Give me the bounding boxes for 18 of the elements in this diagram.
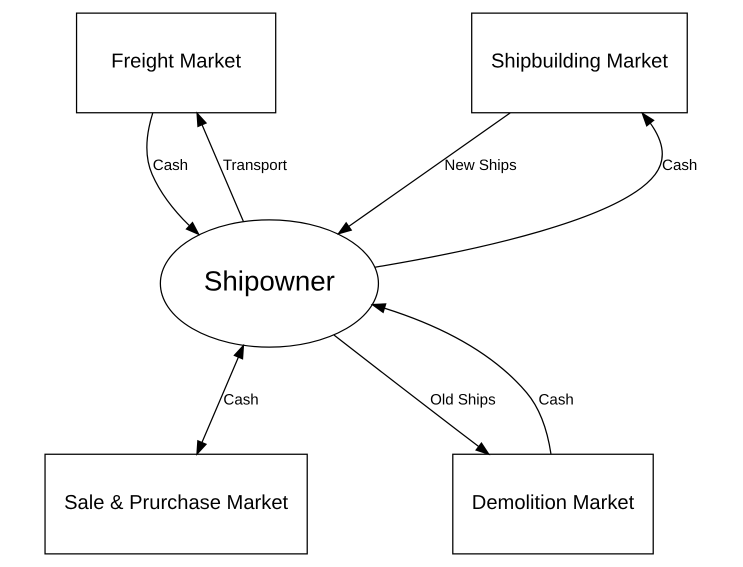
arrow [370, 303, 552, 454]
edge-label: New Ships [444, 157, 517, 174]
arrow [146, 112, 200, 236]
edge-label: Cash [223, 392, 259, 409]
node-box: Shipbuilding Market [471, 12, 688, 114]
node-box: Sale & Prurchase Market [44, 454, 308, 554]
arrow [374, 112, 663, 268]
edge-label: Cash [152, 157, 188, 174]
edge-label: Cash [662, 157, 698, 174]
node-box: Freight Market [76, 12, 276, 114]
arrow [196, 111, 244, 222]
edge-label: Cash [538, 392, 574, 409]
arrow [336, 112, 511, 235]
arrow [334, 334, 490, 456]
edge-label: Old Ships [430, 392, 496, 409]
arrow [196, 344, 244, 456]
node-box: Demolition Market [452, 454, 654, 554]
edge-label: Transport [222, 157, 287, 174]
